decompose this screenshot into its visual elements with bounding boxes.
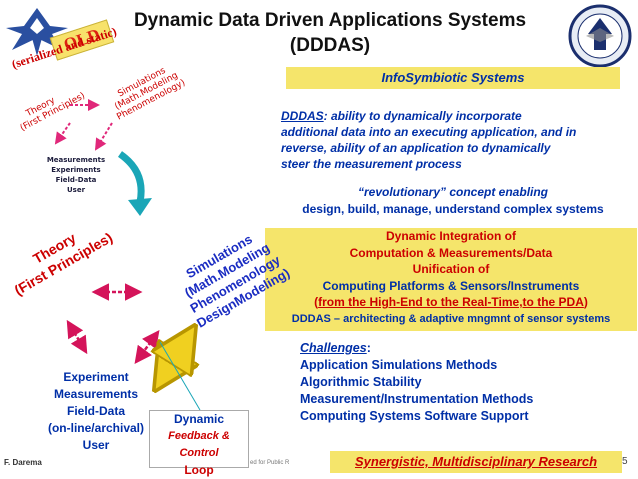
challenge-item: Computing Systems Software Support (300, 409, 529, 423)
integration-line5: from the High-End to the Real-Time,to th… (318, 295, 584, 309)
dddas-term: DDDAS (281, 109, 324, 123)
challenges-heading: Challenges (300, 341, 367, 355)
title-line1: Dynamic Data Driven Applications Systems (133, 10, 527, 31)
dddas-definition: DDDAS: ability to dynamically incorporat… (281, 108, 631, 172)
approval-note: ed for Public R (250, 460, 290, 466)
revolutionary-line1: “revolutionary” concept enabling (357, 185, 549, 199)
old-meas-line1: Measurements (46, 156, 106, 164)
transition-arrow (117, 151, 152, 216)
exp-line2: Measurements (53, 387, 139, 401)
fb-line3: Loop (184, 463, 214, 477)
exp-line5: User (82, 438, 110, 452)
old-arrow-theory-meas (54, 122, 71, 145)
def-line1: : ability to dynamically incorporate (323, 109, 522, 123)
revolutionary-line2: design, build, manage, understand comple… (302, 202, 604, 216)
new-arrow-sim-exp (134, 329, 160, 365)
new-cycle-arrows (66, 283, 201, 411)
fb-line2: Feedback & Control (168, 430, 230, 459)
def-line2: additional data into an executing applic… (281, 125, 577, 139)
integration-line2: Computation & Measurements/Data (349, 245, 553, 260)
fb-line1: Dynamic (173, 412, 225, 426)
infosymbiotic-banner: InfoSymbiotic Systems (286, 67, 620, 89)
exp-line4: (on-line/archival) (47, 421, 145, 435)
def-line3: reverse, ability of an application to dy… (281, 141, 551, 155)
integration-line4: Computing Platforms & Sensors/Instrument… (322, 278, 580, 293)
old-meas-line2: Experiments (51, 166, 101, 174)
old-meas-line3: Field-Data (55, 176, 97, 184)
old-cycle-arrows (54, 99, 113, 151)
old-measurements-label: Measurements Experiments Field-Data User (40, 155, 112, 195)
integration-line1: Dynamic Integration of (385, 229, 516, 243)
integration-line3: Unification of (412, 262, 490, 276)
def-line4: steer the measurement process (281, 157, 462, 171)
exp-line3: Field-Data (66, 404, 125, 418)
old-meas-line4: User (66, 186, 86, 194)
challenge-item: Measurement/Instrumentation Methods (300, 392, 534, 406)
challenges-list: Challenges: Application Simulations Meth… (300, 340, 533, 425)
experiment-label: Experiment Measurements Field-Data (on-l… (36, 369, 156, 454)
title-line2: (DDDAS) (289, 35, 371, 56)
exp-line1: Experiment (63, 370, 129, 384)
integration-line5-close: ) (583, 295, 588, 309)
integration-box: Dynamic Integration of Computation & Mea… (265, 228, 637, 331)
synergistic-banner: Synergistic, Multidisciplinary Research (330, 451, 622, 473)
author-credit: F. Darema (4, 458, 42, 467)
integration-line5-open: ( (314, 295, 319, 309)
challenges-colon: : (366, 341, 371, 355)
old-arrow-sim-meas (94, 122, 113, 151)
new-arrow-theory-exp (66, 319, 88, 355)
feedback-arrow (160, 334, 190, 382)
challenge-item: Application Simulations Methods (300, 358, 498, 372)
slide-title: Dynamic Data Driven Applications Systems… (90, 8, 570, 58)
feedback-loop-box: Dynamic Feedback & Control Loop (149, 410, 249, 477)
integration-line6: DDDAS – architecting & adaptive mngmnt o… (291, 312, 611, 325)
challenge-item: Algorithmic Stability (300, 375, 422, 389)
page-number: 5 (622, 456, 628, 467)
afrl-seal-logo (568, 4, 632, 68)
revolutionary-statement: “revolutionary” concept enabling design,… (270, 184, 636, 218)
